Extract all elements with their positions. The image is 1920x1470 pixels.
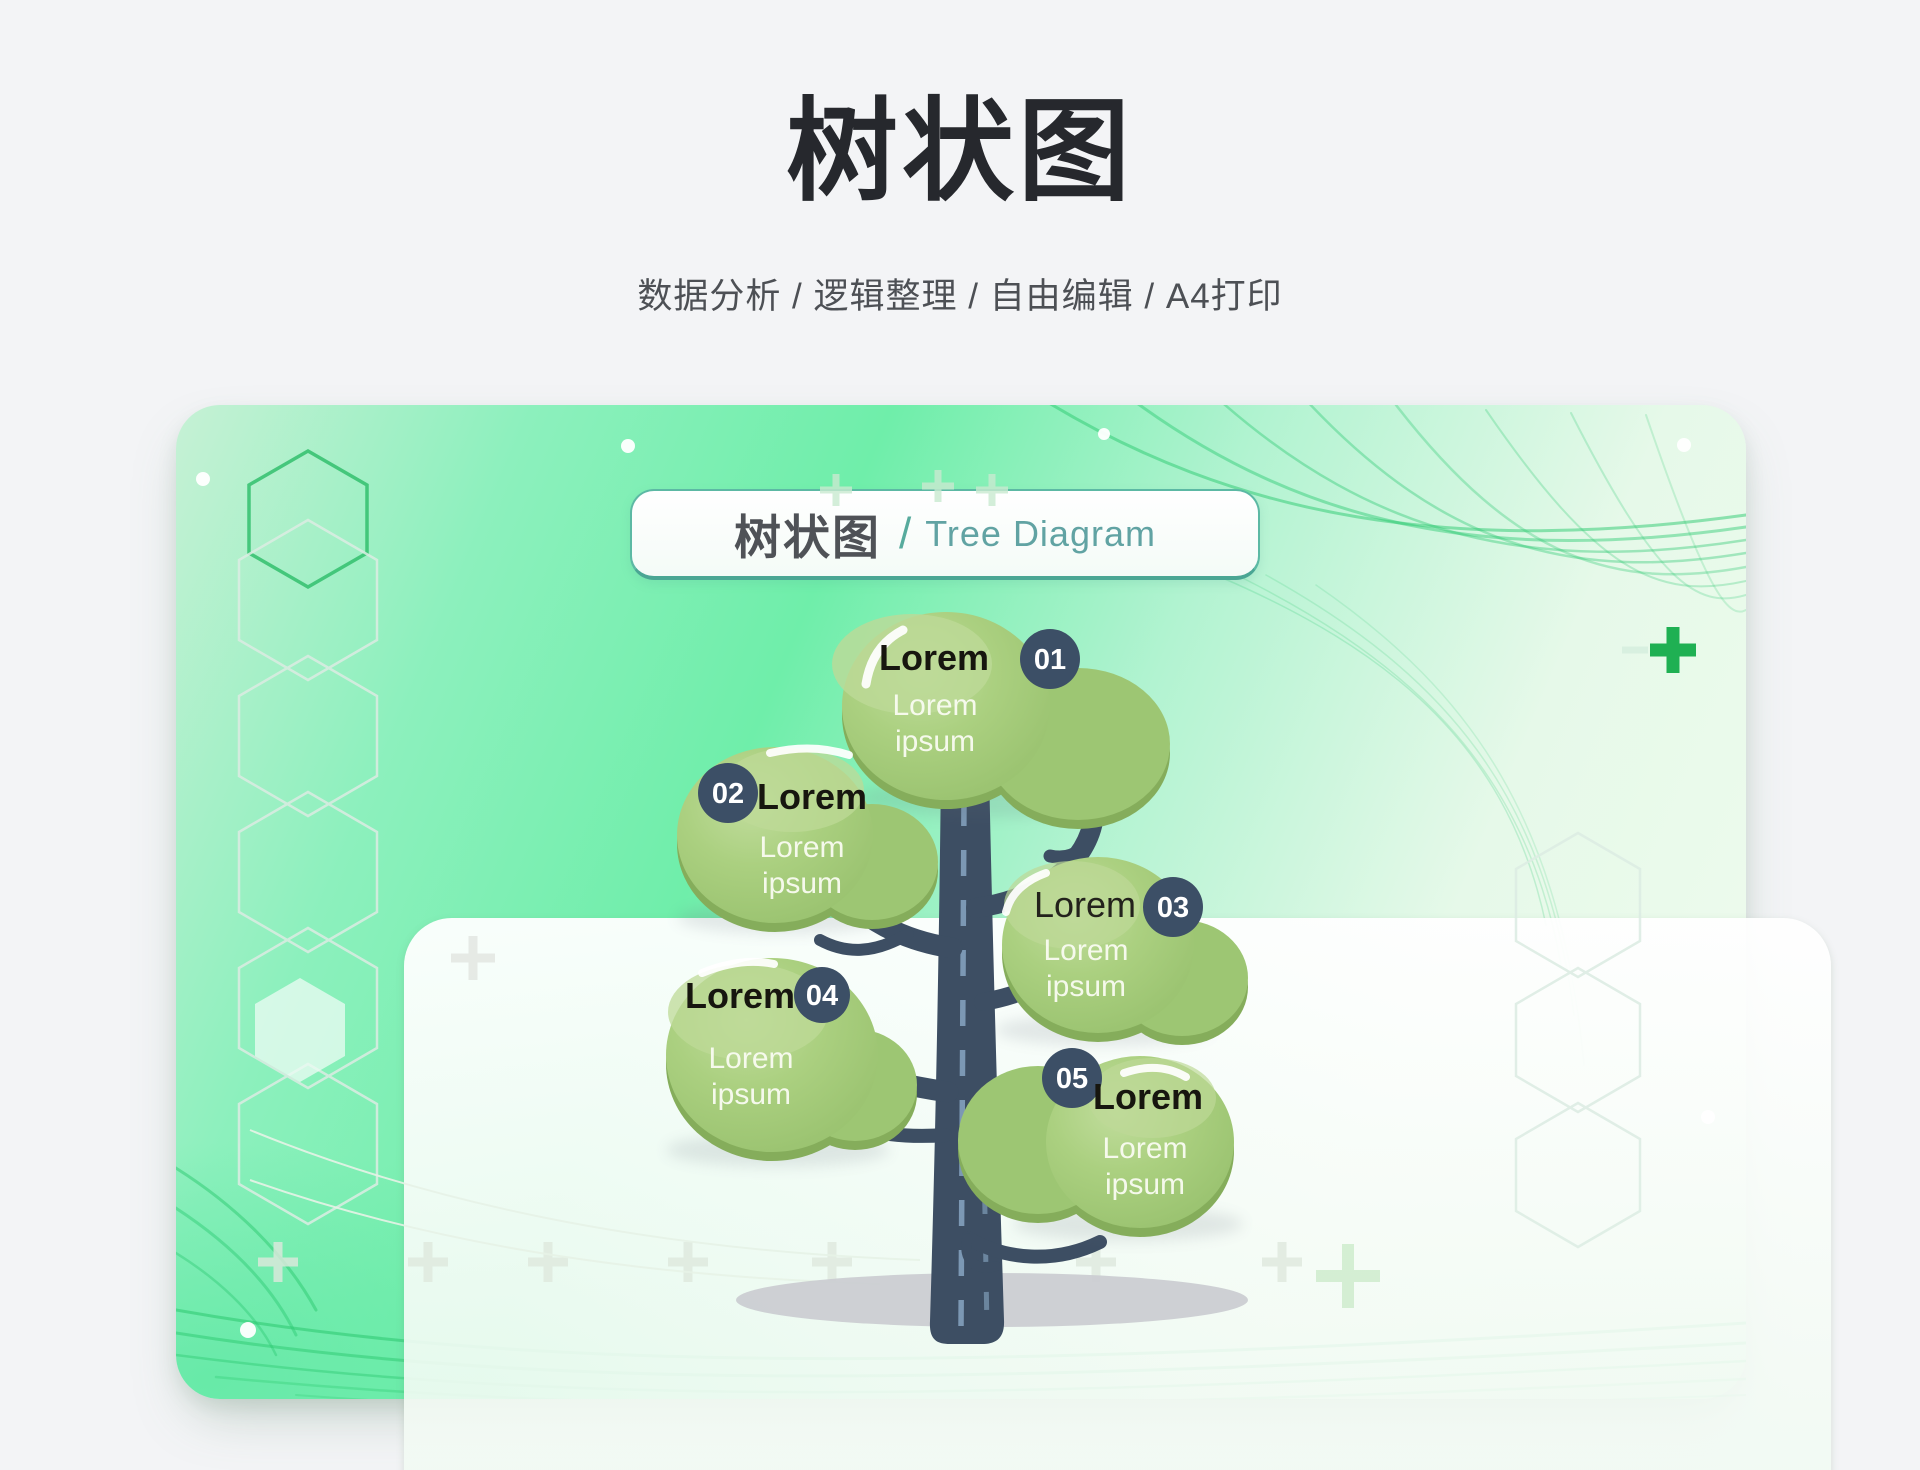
inner-panel (404, 918, 1831, 1470)
hexagon-outline-decoration (247, 448, 369, 590)
diagram-title-zh: 树状图 (734, 511, 882, 564)
diagram-title-en: Tree Diagram (925, 512, 1156, 554)
diagram-title-separator: / (899, 508, 912, 558)
diagram-header-pill: 树状图 / Tree Diagram (630, 489, 1260, 580)
page-subtitle: 数据分析 / 逻辑整理 / 自由编辑 / A4打印 (637, 277, 1283, 316)
page-title: 树状图 (786, 89, 1134, 214)
